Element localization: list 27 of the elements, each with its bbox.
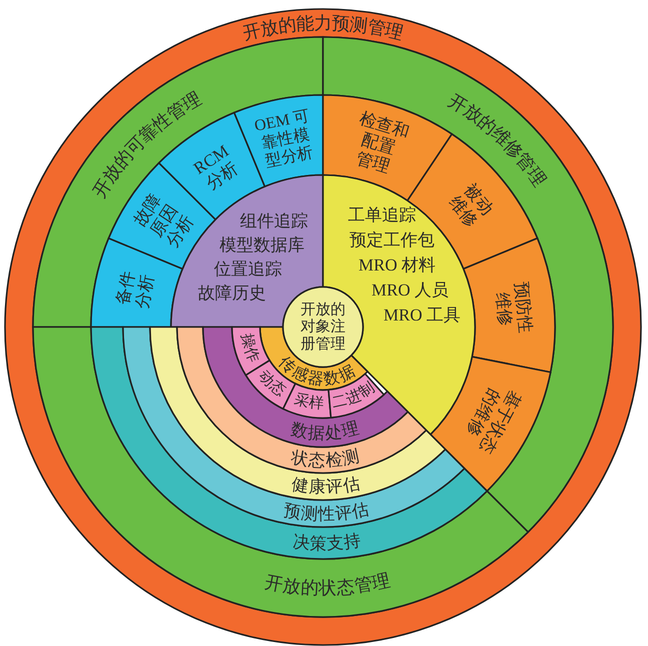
segment-label: MRO 人员 <box>372 280 448 300</box>
segment-label: 位置追踪 <box>214 260 282 278</box>
segment-label: 模型数据库 <box>220 236 304 254</box>
segment-label: 健康评估 <box>290 473 362 496</box>
segment-label: 组件追踪 <box>240 212 308 230</box>
segment-label: 开放的能力预测管理 <box>240 13 406 44</box>
segment-label: 预定工作包 <box>350 230 434 250</box>
segment-label: 开放的对象注册管理 <box>300 302 346 352</box>
segment-label: 决策支持 <box>292 530 362 553</box>
segment-label: 被动维修 <box>446 180 498 231</box>
segment-label: MRO 材料 <box>358 256 436 274</box>
segment-label: 数据处理 <box>289 418 361 442</box>
ring-segment <box>4 8 642 646</box>
segment-label: 备件分析 <box>112 269 157 310</box>
segment-label: 故障历史 <box>198 284 266 302</box>
segment-label: 采样 <box>292 391 324 412</box>
segment-label: 状态检测 <box>290 446 361 470</box>
segment-label: 基于状态的维修 <box>463 386 526 457</box>
segment-label: 工单追踪 <box>348 206 416 224</box>
segment-label: 操作 <box>238 332 262 366</box>
segment-label: 预测性评估 <box>282 498 370 524</box>
segment-label: 检查和配置管理 <box>354 108 412 176</box>
segment-label: MRO 工具 <box>384 306 460 324</box>
segment-label: 预防性维修 <box>493 280 536 334</box>
segment-label: OEM 可靠性模型分析 <box>253 106 314 170</box>
segment-label: 开放的状态管理 <box>263 570 392 598</box>
segment-label: 故障原因分析 <box>130 190 197 251</box>
